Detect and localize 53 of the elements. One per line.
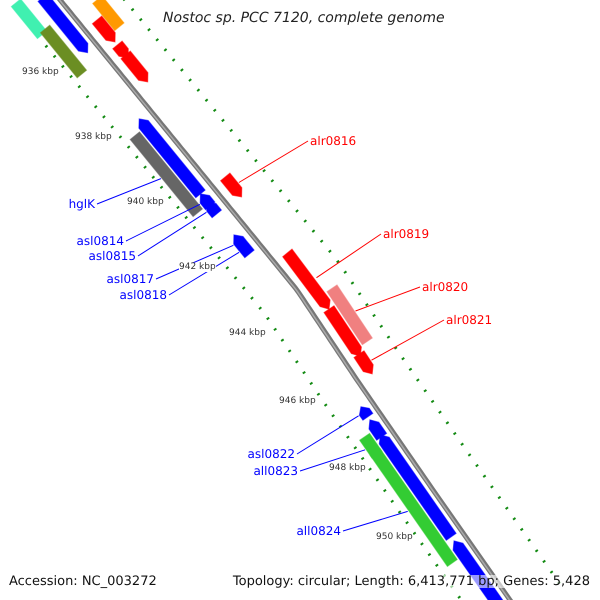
gene-label: alr0816 <box>310 135 356 147</box>
scale-label: 944 kbp <box>229 329 266 338</box>
gene-feature <box>37 0 88 54</box>
gene-feature <box>40 24 88 78</box>
scale-label: 950 kbp <box>376 533 413 542</box>
gene-feature <box>120 50 148 82</box>
leader-line <box>300 449 366 472</box>
scale-label: 940 kbp <box>127 198 164 207</box>
gene-label: hglK <box>68 198 95 210</box>
leader-line <box>355 286 420 312</box>
gene-label: alr0821 <box>446 314 492 326</box>
leader-line <box>238 140 308 183</box>
genome-summary: Topology: circular; Length: 6,413,771 bp; Genes: 5,428 <box>232 575 590 588</box>
gene-label: all0823 <box>253 465 298 477</box>
gene-label: asl0815 <box>88 250 136 262</box>
gene-feature <box>358 406 374 421</box>
leader-line <box>96 178 162 204</box>
gene-feature <box>92 0 125 32</box>
gene-feature <box>92 15 116 42</box>
gene-label: asl0818 <box>120 289 167 301</box>
gene-feature <box>10 0 48 40</box>
leader-line <box>371 320 444 361</box>
scale-label: 948 kbp <box>329 464 366 473</box>
gene-feature <box>353 350 374 375</box>
map-title: Nostoc sp. PCC 7120, complete genome <box>163 11 445 25</box>
gene-feature <box>130 131 204 218</box>
scale-label: 936 kbp <box>22 68 59 77</box>
gene-feature <box>323 305 362 357</box>
gene-label: asl0814 <box>76 235 124 247</box>
accession-text: Accession: NC_003272 <box>9 575 157 588</box>
gene-label: alr0819 <box>383 228 430 240</box>
leader-line <box>168 252 240 296</box>
gene-feature <box>378 434 457 541</box>
leader-line <box>138 212 207 256</box>
gene-feature <box>138 118 206 198</box>
leader-line <box>126 204 200 242</box>
gene-label: asl0822 <box>248 448 295 460</box>
gene-feature <box>238 241 255 258</box>
gene-label: asl0817 <box>106 273 154 285</box>
gene-feature <box>368 419 388 441</box>
gene-label: alr0820 <box>422 281 468 293</box>
scale-label: 938 kbp <box>75 133 112 142</box>
gene-feature <box>369 448 458 568</box>
gene-label: all0824 <box>296 525 341 537</box>
scale-label: 946 kbp <box>279 397 316 406</box>
leader-line <box>296 415 360 454</box>
gene-feature <box>220 172 242 198</box>
scale-label: 942 kbp <box>179 263 216 272</box>
gene-feature <box>282 248 331 310</box>
leader-line <box>342 510 408 532</box>
gene-feature <box>206 201 222 218</box>
gene-feature <box>326 284 373 346</box>
leader-line <box>316 234 382 278</box>
